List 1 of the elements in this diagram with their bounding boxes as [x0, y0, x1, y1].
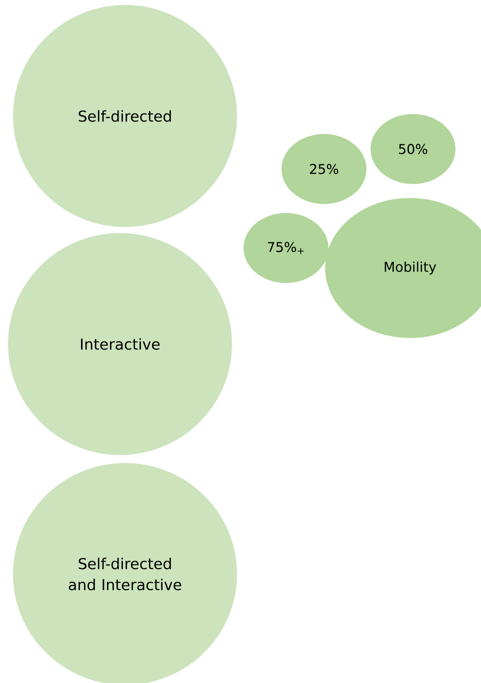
node-label: 75%$_{+}$ — [268, 242, 304, 254]
